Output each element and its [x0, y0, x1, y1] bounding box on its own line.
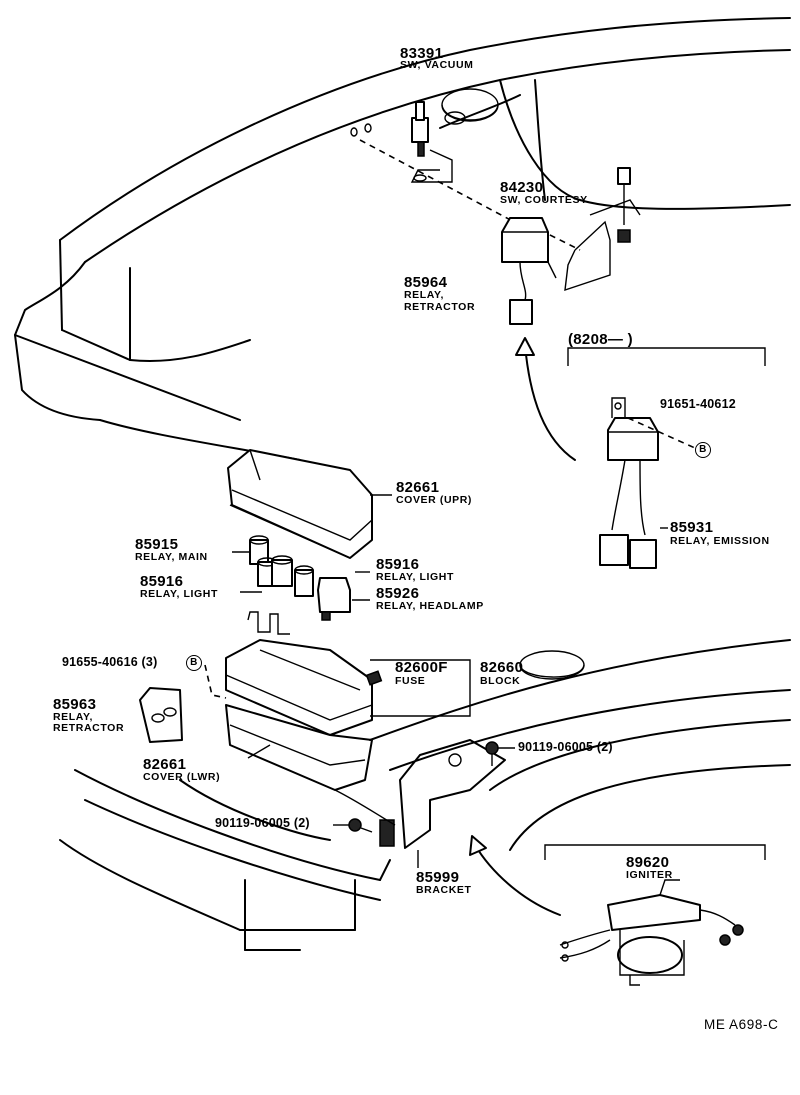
- label-85964-number: 85964: [404, 274, 448, 291]
- upper-car-body: [14, 17, 791, 461]
- cover-upper-drawing: [227, 449, 373, 559]
- courtesy-switch-drawing: [564, 167, 641, 292]
- range-bracket-line: [567, 347, 766, 366]
- label-85963-name-line1: RELAY,: [53, 711, 93, 723]
- label-serial-range: (8208— ): [568, 331, 633, 348]
- label-83391-number: 83391: [400, 45, 444, 62]
- igniter-bracket-line: [544, 844, 766, 860]
- label-89620-name: IGNITER: [626, 869, 673, 881]
- label-84230-number: 84230: [500, 179, 544, 196]
- label-91651-number: 91651-40612: [660, 397, 736, 411]
- label-85964-name-line2: RETRACTOR: [404, 301, 476, 313]
- relay-retractor-lower-drawing: [139, 687, 183, 743]
- fuse-block-drawing: [225, 611, 471, 736]
- arrow-to-igniter: [469, 835, 561, 916]
- label-82600f-number: 82600F: [395, 659, 448, 676]
- label-85916-b-name: RELAY, LIGHT: [140, 588, 218, 600]
- label-90119-lower-number: 90119-06005 (2): [215, 816, 310, 830]
- label-85963-number: 85963: [53, 696, 97, 713]
- label-85931-name: RELAY, EMISSION: [670, 535, 770, 547]
- label-83391-name: SW, VACUUM: [400, 59, 474, 71]
- label-82660-number: 82660: [480, 659, 524, 676]
- arrow-to-upper-relay: [515, 337, 576, 461]
- cover-lower-drawing: [225, 704, 373, 791]
- bracket-drawing: [334, 739, 506, 868]
- label-85916-a-name: RELAY, LIGHT: [376, 571, 454, 583]
- relay-retractor-upper-drawing: [501, 217, 557, 325]
- label-84230-name: SW, COURTESY: [500, 194, 588, 206]
- label-82660-name: BLOCK: [480, 675, 521, 687]
- marker-b-lower: B: [186, 655, 202, 671]
- label-85916-a-number: 85916: [376, 556, 420, 573]
- relay-headlamp-drawing: [317, 577, 351, 621]
- label-82661-upper-name: COVER (UPR): [396, 494, 473, 506]
- label-85926-number: 85926: [376, 585, 420, 602]
- diagram-code: ME A698-C: [704, 1017, 779, 1032]
- relay-emission-drawing: [599, 397, 696, 569]
- label-82661-lower-name: COVER (LWR): [143, 771, 221, 783]
- label-85931-number: 85931: [670, 519, 714, 536]
- bolt-lower: [333, 818, 373, 833]
- label-91655-number: 91655-40616 (3): [62, 655, 158, 669]
- label-85999-name: BRACKET: [416, 884, 472, 896]
- label-89620-number: 89620: [626, 854, 670, 871]
- marker-b-upper: B: [695, 442, 711, 458]
- relay-light-b-drawing: [271, 555, 314, 597]
- label-85915-name: RELAY, MAIN: [135, 551, 208, 563]
- label-82661-lower-number: 82661: [143, 756, 187, 773]
- label-85999-number: 85999: [416, 869, 460, 886]
- mount-line-upper: [359, 139, 521, 226]
- label-82661-upper-number: 82661: [396, 479, 440, 496]
- label-85926-name: RELAY, HEADLAMP: [376, 600, 484, 612]
- label-85915-number: 85915: [135, 536, 179, 553]
- igniter-drawing: [559, 879, 744, 986]
- label-90119-upper-number: 90119-06005 (2): [518, 740, 613, 754]
- label-82600f-name: FUSE: [395, 675, 426, 687]
- lower-car-body: [59, 639, 791, 951]
- bolt-upper: [485, 741, 515, 766]
- vacuum-switch-drawing: [350, 101, 453, 183]
- label-85964-name-line1: RELAY,: [404, 289, 444, 301]
- label-85963-name-line2: RETRACTOR: [53, 722, 125, 734]
- label-85916-b-number: 85916: [140, 573, 184, 590]
